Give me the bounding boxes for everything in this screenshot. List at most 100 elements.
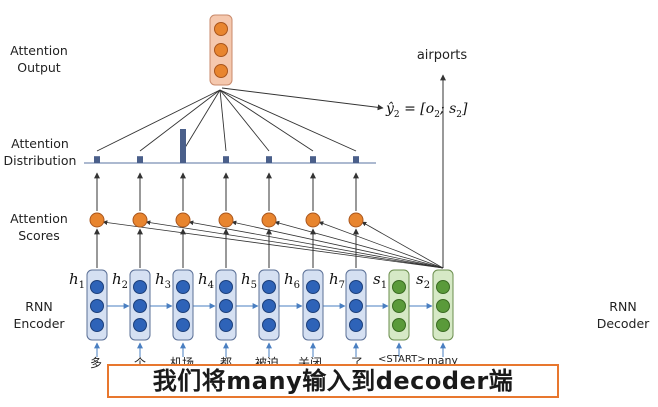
output-to-prediction-arrow [221, 87, 384, 111]
decoder-to-score-line [318, 221, 444, 269]
encoder-cell-dot [176, 318, 190, 332]
state-label-h5-base: h [241, 270, 251, 288]
decoder-cell-dot [436, 299, 450, 313]
label-rnn-encoder: RNN Encoder [4, 298, 74, 332]
label-attention-scores-line1: Attention [10, 211, 68, 226]
label-attention-scores: Attention Scores [4, 210, 74, 244]
state-label-h2-sub: 2 [121, 280, 129, 291]
attention-score-dot [305, 212, 321, 228]
connection-lines [84, 74, 446, 357]
label-attention-scores-line2: Scores [18, 228, 60, 243]
encoder-cell-dot [219, 318, 233, 332]
encoder-cell-dot [262, 280, 276, 294]
label-attention-distribution-line1: Attention [11, 136, 69, 151]
distribution-to-output-line [219, 89, 270, 152]
attention-distribution-bar [266, 156, 272, 163]
encoder-cell-dot [176, 299, 190, 313]
label-rnn-encoder-line2: Encoder [13, 316, 65, 331]
state-label-s1-sub: 1 [380, 280, 388, 291]
encoder-cell-dot [349, 280, 363, 294]
attention-output-dot [214, 64, 228, 78]
encoder-cell-dot [349, 299, 363, 313]
state-label-h7-sub: 7 [338, 280, 346, 291]
distribution-to-output-line [139, 89, 221, 152]
decoder-cell-dot [392, 299, 406, 313]
encoder-cell-dot [90, 318, 104, 332]
attention-distribution-bar [137, 156, 143, 163]
state-label-h7: h7 [329, 270, 345, 291]
state-label-h7-base: h [329, 270, 339, 288]
input-word-1: 多 [90, 356, 103, 370]
subtitle-caption: 我们将many输入到decoder端 [107, 364, 559, 398]
state-label-h2: h2 [112, 270, 128, 291]
state-label-h1: h1 [69, 270, 85, 291]
label-attention-output-line2: Output [17, 60, 61, 75]
decoder-to-score-line [102, 220, 444, 269]
state-label-h4-sub: 4 [207, 280, 215, 291]
diagram-shapes [86, 14, 454, 341]
attention-distribution-bar [353, 156, 359, 163]
state-label-h5-sub: 5 [250, 280, 258, 291]
output-formula: ŷ2 = [o2; s2] [386, 101, 467, 120]
encoder-cell-dot [262, 318, 276, 332]
encoder-cell-dot [133, 280, 147, 294]
attention-score-dot [348, 212, 364, 228]
formula-rhs-sub2: 2 [456, 109, 463, 120]
state-label-h6-sub: 6 [293, 280, 301, 291]
label-attention-output: Attention Output [4, 42, 74, 76]
decoder-to-score-line [274, 220, 444, 269]
encoder-cell-dot [133, 318, 147, 332]
distribution-to-output-line [219, 89, 227, 152]
state-label-h2-base: h [112, 270, 122, 288]
attention-distribution-bar [94, 156, 100, 163]
decoder-cell-dot [392, 318, 406, 332]
state-label-h6-base: h [284, 270, 294, 288]
state-label-s2-base: s [416, 270, 424, 288]
distribution-to-output-line [96, 89, 221, 152]
formula-lhs-sub: 2 [393, 109, 400, 120]
input-word-8: <START> [378, 354, 426, 365]
label-attention-output-line1: Attention [10, 43, 68, 58]
decoder-cell-dot [436, 280, 450, 294]
distribution-to-output-line [182, 89, 221, 152]
encoder-cell-dot [90, 280, 104, 294]
attention-score-dot [132, 212, 148, 228]
decoder-to-score-line [145, 220, 444, 269]
attention-score-dot [261, 212, 277, 228]
label-rnn-decoder-line2: Decoder [596, 316, 650, 331]
state-label-s2-sub: 2 [423, 280, 431, 291]
decoder-cell-dot [436, 318, 450, 332]
encoder-cell-dot [306, 299, 320, 313]
encoder-cell-dot [219, 280, 233, 294]
state-label-h3-sub: 3 [164, 280, 172, 291]
output-word: airports [416, 48, 468, 63]
state-label-s1: s1 [373, 270, 387, 291]
label-attention-distribution: Attention Distribution [0, 135, 80, 169]
attention-distribution-bar [223, 156, 229, 163]
attention-score-dot [175, 212, 191, 228]
state-label-s2: s2 [416, 270, 430, 291]
attention-output-dot [214, 22, 228, 36]
state-label-s1-base: s [373, 270, 381, 288]
decoder-to-score-line [188, 220, 444, 269]
label-rnn-encoder-line1: RNN [25, 299, 53, 314]
input-word-9: many [427, 354, 458, 367]
attention-score-dot [218, 212, 234, 228]
attention-output-dot [214, 43, 228, 57]
state-label-h3-base: h [155, 270, 165, 288]
attention-score-dot [89, 212, 105, 228]
encoder-cell-dot [262, 299, 276, 313]
decoder-cell-dot [392, 280, 406, 294]
encoder-cell-dot [306, 318, 320, 332]
state-label-h1-base: h [69, 270, 79, 288]
state-label-h5: h5 [241, 270, 257, 291]
encoder-cell-dot [349, 318, 363, 332]
encoder-cell-dot [176, 280, 190, 294]
distribution-to-output-line [219, 89, 357, 152]
distribution-to-output-line [219, 89, 314, 152]
label-rnn-decoder-line1: RNN [609, 299, 637, 314]
label-attention-distribution-line2: Distribution [3, 153, 77, 168]
state-label-h6: h6 [284, 270, 300, 291]
state-label-h4: h4 [198, 270, 214, 291]
